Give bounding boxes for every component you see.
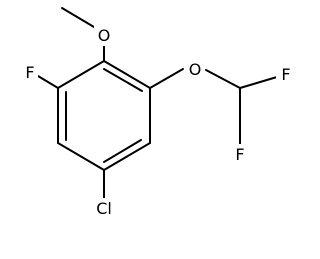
bond-ring-to-ring-f	[37, 75, 59, 89]
ether-oxygen-bg	[184, 58, 205, 80]
ether-oxygen-label: O	[189, 60, 202, 79]
top-fluorine-bg	[276, 65, 294, 85]
atom-labels: O F O F F Cl	[20, 24, 294, 220]
ring-fluorine-bg	[20, 63, 38, 83]
ring-bond-4	[57, 142, 105, 171]
ring-bond-3	[103, 142, 151, 171]
ring-bond-1	[103, 60, 151, 89]
methoxy-oxygen-bg	[94, 24, 115, 46]
bottom-fluorine-bg	[231, 144, 249, 164]
ring-bond-6	[57, 60, 105, 89]
bond-chf2-to-top-f	[239, 76, 278, 89]
methoxy-oxygen-label: O	[98, 26, 111, 45]
bottom-fluorine-label: F	[235, 145, 244, 164]
chlorine-label: Cl	[96, 199, 112, 218]
chlorine-bg	[89, 198, 119, 220]
ring-double-bond-inner-2	[103, 139, 142, 163]
top-fluorine-label: F	[281, 65, 290, 84]
ring-double-bond-inner-1	[103, 68, 143, 92]
chemical-structure: O F O F F Cl	[20, 7, 294, 220]
ring-fluorine-label: F	[25, 63, 34, 82]
bond-ether-o-to-chf2	[205, 69, 241, 89]
bonds	[37, 7, 278, 199]
bond-ring-to-ether-o	[149, 68, 184, 89]
bond-methoxy-o-to-methyl	[61, 7, 95, 28]
